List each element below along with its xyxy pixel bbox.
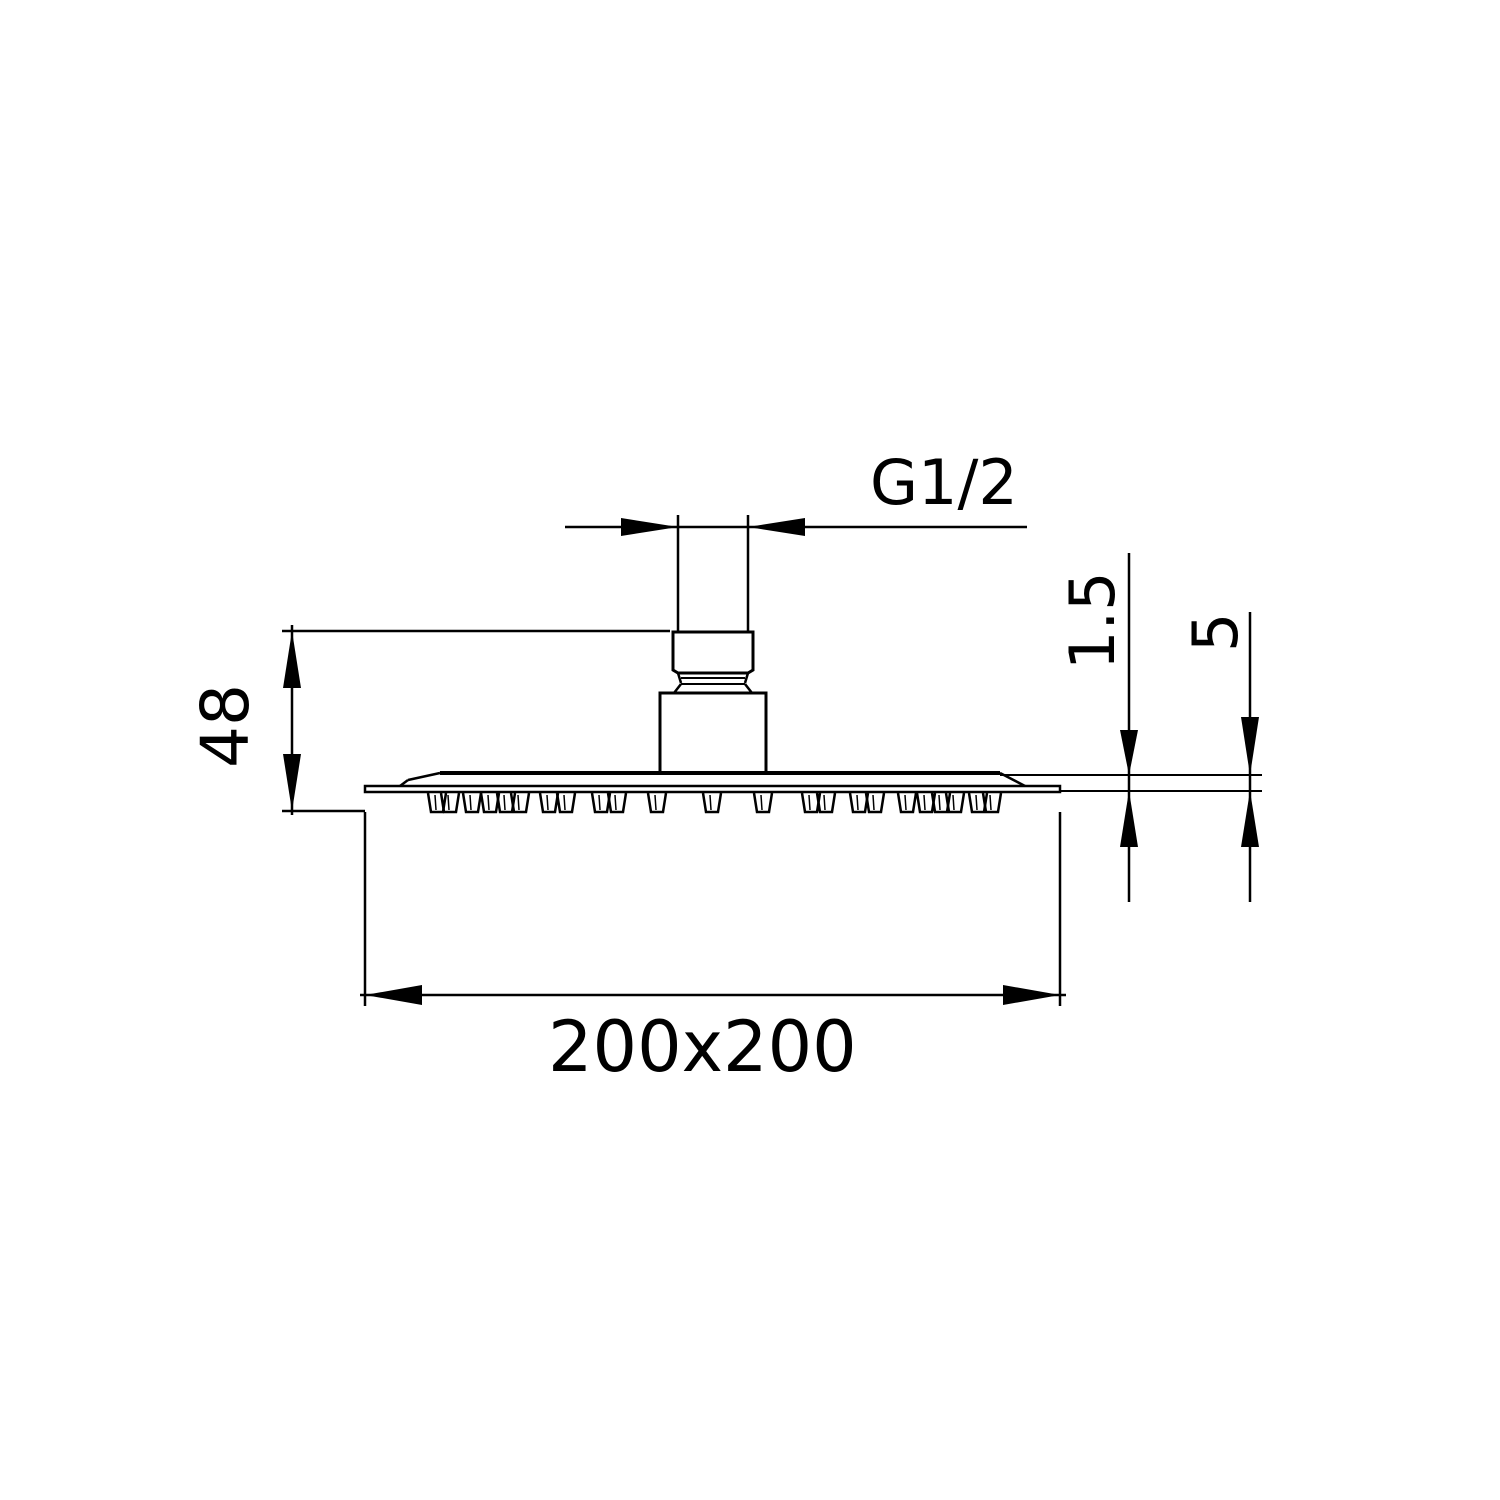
plate-thickness-label: 1.5 (1056, 571, 1129, 670)
connector-fitting (658, 630, 768, 775)
edge-thickness-dimension (1241, 612, 1259, 902)
height-label: 48 (187, 684, 264, 768)
height-dimension (282, 625, 670, 815)
plate-thickness-dimension (1120, 553, 1138, 902)
edge-thickness-label: 5 (1179, 612, 1252, 652)
shower-plate (363, 771, 1262, 794)
spray-nozzles (426, 791, 1003, 814)
thread-dimension (565, 518, 1027, 536)
supply-pipe (676, 515, 750, 632)
thread-size-label: G1/2 (870, 446, 1018, 519)
width-dimension (360, 812, 1066, 1006)
width-label: 200x200 (548, 1006, 857, 1088)
